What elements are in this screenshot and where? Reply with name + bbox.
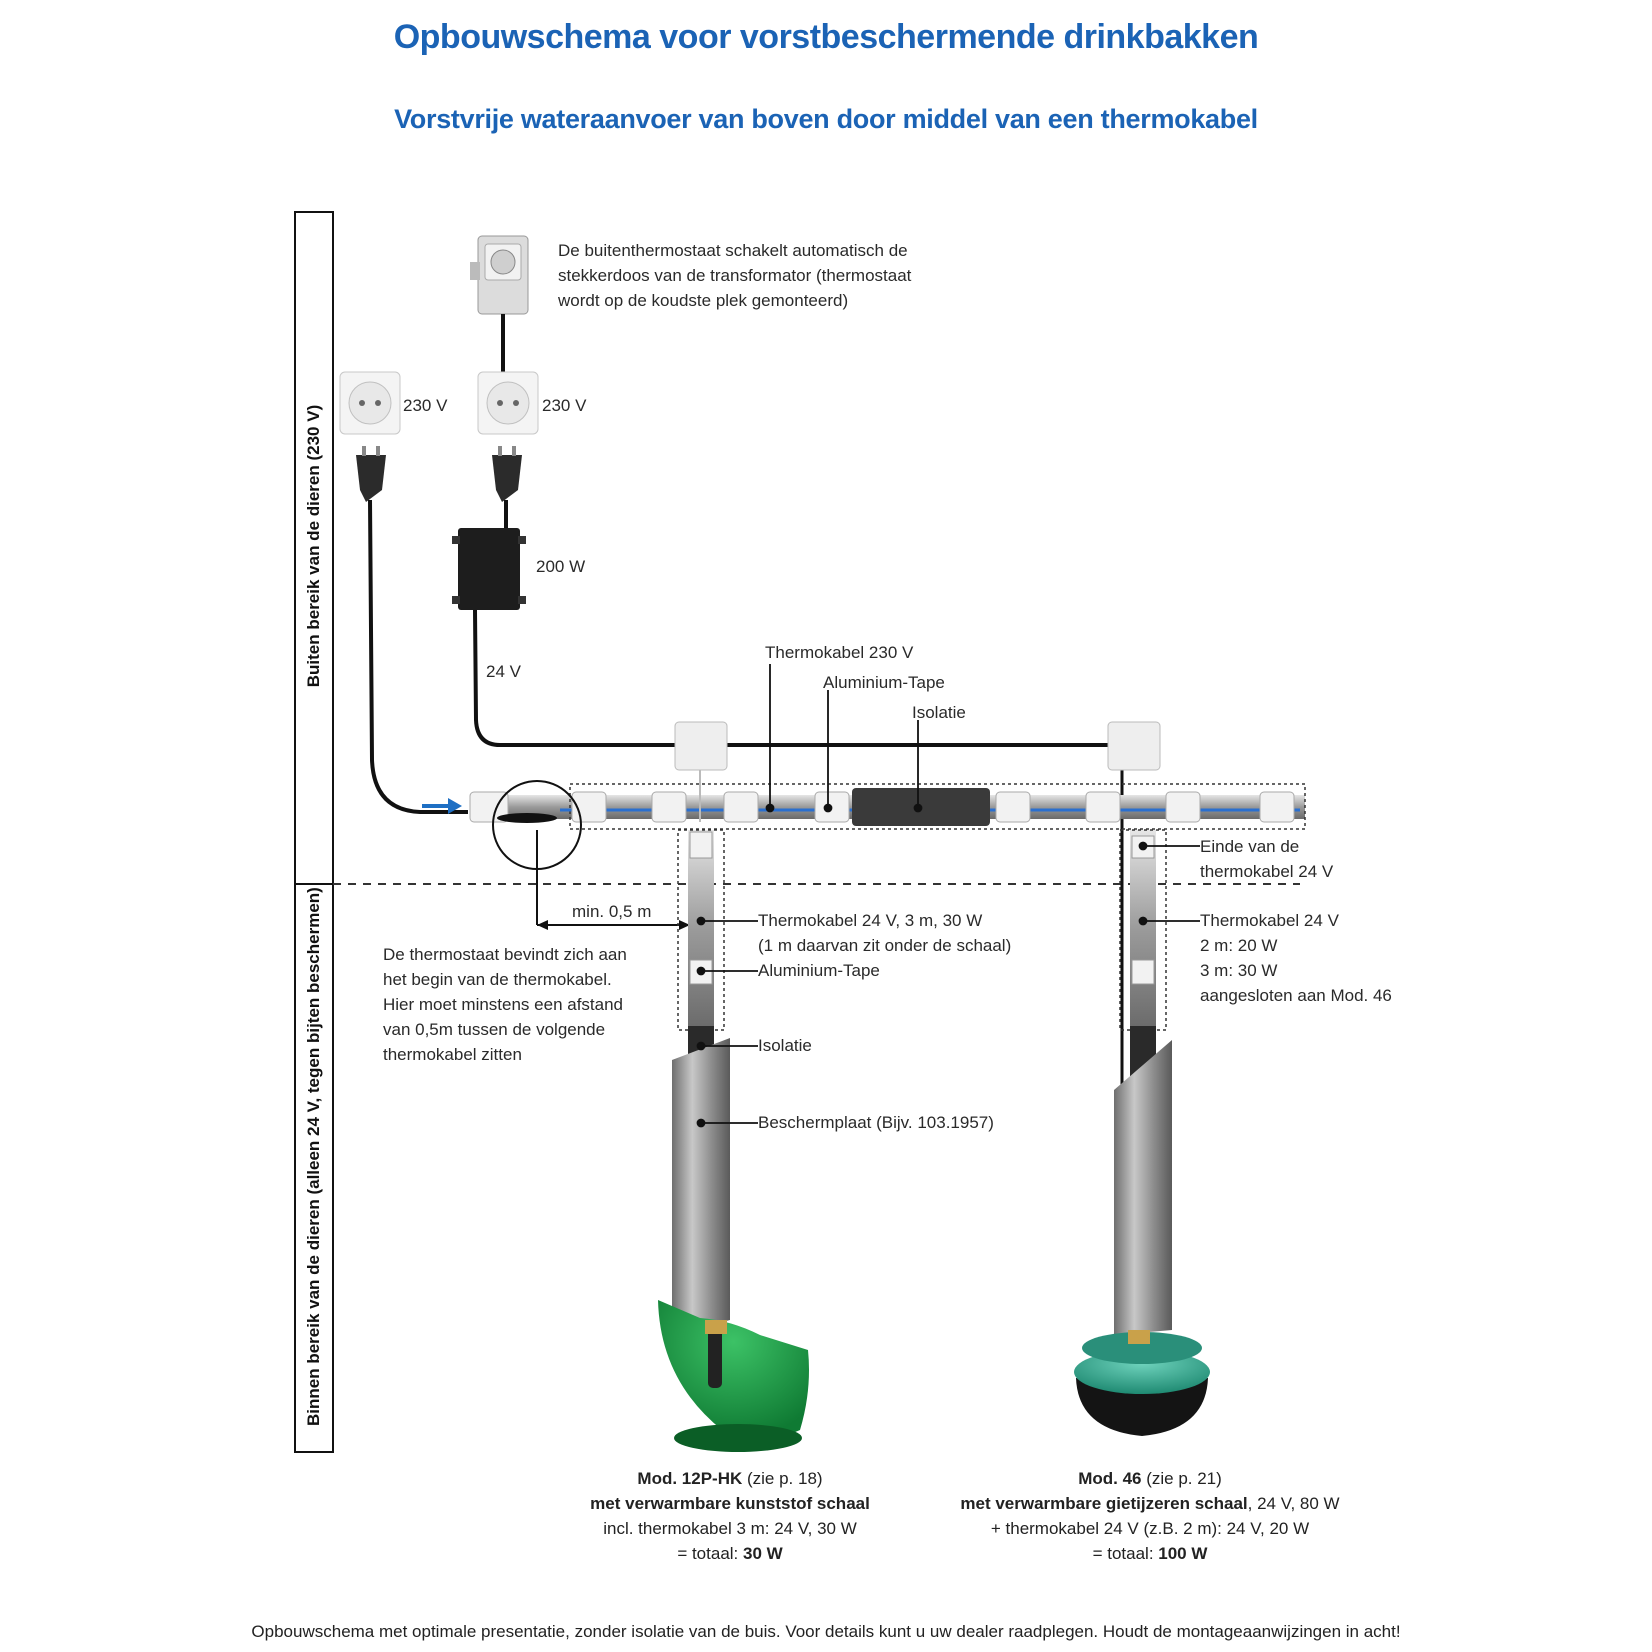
model-left-desc: met verwarmbare kunststof schaal	[590, 1494, 870, 1513]
thermocable-24-right-label: Thermokabel 24 V 2 m: 20 W 3 m: 30 W aan…	[1200, 911, 1392, 1005]
model-right-name: Mod. 46	[1078, 1469, 1142, 1488]
model-right-total: 100 W	[1158, 1544, 1208, 1563]
outdoor-thermostat	[470, 235, 529, 372]
socket-left-voltage: 230 V	[403, 396, 448, 415]
plug-right	[492, 446, 522, 502]
insulation-top-label: Isolatie	[912, 703, 966, 722]
model-right-caption: Mod. 46 (zie p. 21) met verwarmbare giet…	[960, 1469, 1340, 1563]
model-left-caption: Mod. 12P-HK (zie p. 18) met verwarmbare …	[590, 1469, 870, 1563]
socket-right	[477, 371, 539, 435]
riser-left	[672, 770, 730, 1335]
leader-lines	[696, 664, 1200, 1128]
riser-right	[1114, 829, 1172, 1335]
min-distance-label: min. 0,5 m	[572, 902, 652, 921]
alu-tape-left-label: Aluminium-Tape	[758, 961, 880, 980]
drinking-bowl-right	[1074, 1330, 1210, 1436]
model-left-name: Mod. 12P-HK	[637, 1469, 743, 1488]
cable-230v	[368, 499, 468, 814]
zone-label-outside: Buiten bereik van de dieren (230 V)	[304, 404, 323, 688]
alu-tape-top-label: Aluminium-Tape	[823, 673, 945, 692]
junction-box-left	[674, 721, 728, 771]
cable-24v	[473, 609, 680, 747]
low-voltage-label: 24 V	[486, 662, 521, 681]
distance-dimension	[537, 920, 690, 930]
transformer	[452, 500, 526, 610]
cable-end-label: Einde van de thermokabel 24 V	[1200, 837, 1334, 881]
model-left-total: 30 W	[743, 1544, 783, 1563]
water-flow-arrow	[422, 798, 462, 814]
socket-left	[339, 371, 401, 435]
transformer-power: 200 W	[536, 557, 586, 576]
model-right-desc: met verwarmbare gietijzeren schaal	[960, 1494, 1248, 1513]
outdoor-thermostat-label: De buitenthermostaat schakelt automatisc…	[558, 241, 912, 310]
thermostat-highlight	[492, 780, 582, 925]
drinking-bowl-left	[658, 1300, 809, 1452]
zone-label-inside: Binnen bereik van de dieren (alleen 24 V…	[304, 887, 323, 1426]
socket-right-voltage: 230 V	[542, 396, 587, 415]
thermostat-note: De thermostaat bevindt zich aan het begi…	[383, 945, 627, 1064]
footer-note: Opbouwschema met optimale presentatie, z…	[251, 1622, 1401, 1641]
water-pipe	[469, 783, 1306, 830]
thermocable-24-left-label: Thermokabel 24 V, 3 m, 30 W (1 m daarvan…	[758, 911, 1012, 955]
zone-frame	[294, 211, 1300, 1453]
junction-box-right	[1107, 721, 1161, 771]
page-subtitle: Vorstvrije wateraanvoer van boven door m…	[394, 104, 1258, 134]
plug-left	[356, 446, 386, 502]
thermocable-230-label: Thermokabel 230 V	[765, 643, 914, 662]
protection-plate-label: Beschermplaat (Bijv. 103.1957)	[758, 1113, 994, 1132]
insulation-left-label: Isolatie	[758, 1036, 812, 1055]
page-title: Opbouwschema voor vorstbeschermende drin…	[393, 18, 1259, 56]
